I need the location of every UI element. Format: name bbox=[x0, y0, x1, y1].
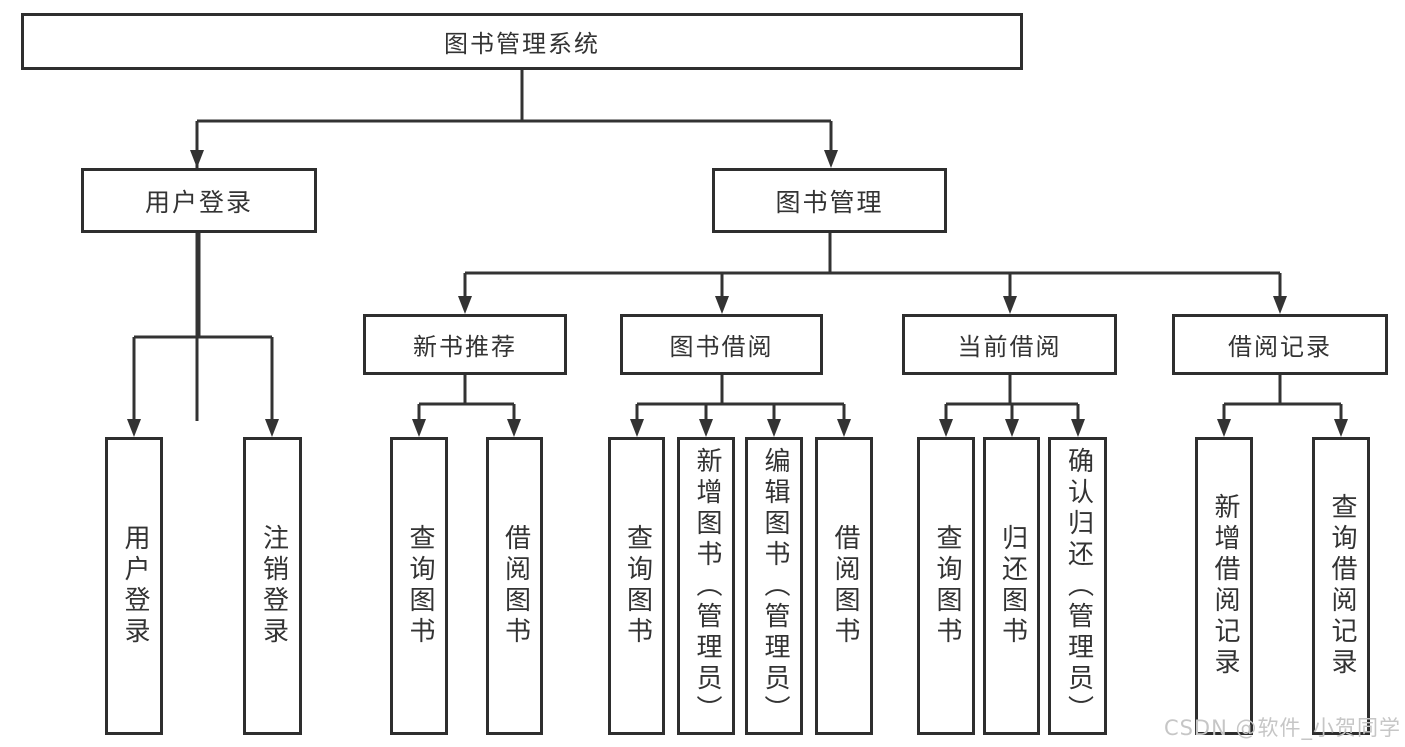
leaf-label: 查询图书 bbox=[404, 524, 435, 648]
leaf-borrow-books-1: 借阅图书 bbox=[486, 437, 543, 735]
arrowhead-icon bbox=[1071, 419, 1085, 437]
arrowhead-icon bbox=[630, 419, 644, 437]
arrowhead-icon bbox=[767, 419, 781, 437]
node-current-borrow: 当前借阅 bbox=[902, 314, 1117, 375]
leaf-label: 借阅图书 bbox=[829, 524, 860, 648]
leaf-borrow-books-2: 借阅图书 bbox=[815, 437, 873, 735]
csdn-watermark: CSDN @软件_小贺同学 bbox=[1163, 716, 1401, 740]
leaf-label: 借阅图书 bbox=[500, 524, 531, 648]
leaf-label: 编辑图书（管理员） bbox=[759, 446, 790, 726]
leaf-label: 新增借阅记录 bbox=[1209, 493, 1240, 679]
arrowhead-icon bbox=[1334, 419, 1348, 437]
leaf-label: 查询图书 bbox=[622, 524, 653, 648]
arrowhead-icon bbox=[265, 419, 279, 437]
arrowhead-icon bbox=[699, 419, 713, 437]
node-borrow-records: 借阅记录 bbox=[1172, 314, 1388, 375]
connector-newbooks-to-leaves bbox=[417, 375, 516, 421]
leaf-label: 用户登录 bbox=[119, 524, 150, 648]
node-user-login: 用户登录 bbox=[81, 168, 317, 233]
leaf-label: 查询图书 bbox=[931, 524, 962, 648]
arrowheads bbox=[127, 150, 1348, 437]
arrowhead-icon bbox=[1217, 419, 1231, 437]
node-book-borrow: 图书借阅 bbox=[620, 314, 823, 375]
arrowhead-icon bbox=[507, 419, 521, 437]
connector-records-to-leaves bbox=[1222, 375, 1343, 421]
connector-currentborrow-to-leaves bbox=[944, 375, 1080, 421]
node-root-system: 图书管理系统 bbox=[21, 13, 1023, 70]
leaf-query-borrow-record: 查询借阅记录 bbox=[1312, 437, 1370, 735]
leaf-return-books: 归还图书 bbox=[983, 437, 1040, 735]
leaf-confirm-return-admin: 确认归还（管理员） bbox=[1048, 437, 1107, 735]
leaf-label: 注销登录 bbox=[258, 524, 289, 648]
node-new-book-recommend: 新书推荐 bbox=[363, 314, 567, 375]
arrowhead-icon bbox=[824, 150, 838, 168]
arrowhead-icon bbox=[1273, 296, 1287, 314]
leaf-label: 查询借阅记录 bbox=[1326, 493, 1357, 679]
arrowhead-icon bbox=[412, 419, 426, 437]
arrowhead-icon bbox=[127, 419, 141, 437]
arrowhead-icon bbox=[837, 419, 851, 437]
connector-root-to-level2 bbox=[195, 70, 833, 421]
arrowhead-icon bbox=[1003, 296, 1017, 314]
leaf-label: 确认归还（管理员） bbox=[1063, 446, 1094, 726]
arrowhead-icon bbox=[458, 296, 472, 314]
connector-userlogin-to-leaves bbox=[132, 233, 274, 421]
node-book-management: 图书管理 bbox=[712, 168, 947, 233]
connector-bookmgmt-to-level3 bbox=[463, 233, 1282, 298]
arrowhead-icon bbox=[939, 419, 953, 437]
connector-bookborrow-to-leaves bbox=[635, 375, 846, 421]
leaf-edit-books-admin: 编辑图书（管理员） bbox=[745, 437, 803, 735]
leaf-label: 归还图书 bbox=[997, 524, 1028, 648]
leaf-user-login: 用户登录 bbox=[105, 437, 163, 735]
leaf-query-books-3: 查询图书 bbox=[917, 437, 975, 735]
leaf-query-books-1: 查询图书 bbox=[390, 437, 448, 735]
leaf-label: 新增图书（管理员） bbox=[691, 446, 722, 726]
arrowhead-icon bbox=[190, 150, 204, 168]
leaf-add-books-admin: 新增图书（管理员） bbox=[677, 437, 735, 735]
arrowhead-icon bbox=[1005, 419, 1019, 437]
arrowhead-icon bbox=[715, 296, 729, 314]
leaf-query-books-2: 查询图书 bbox=[608, 437, 665, 735]
leaf-logout: 注销登录 bbox=[243, 437, 302, 735]
leaf-add-borrow-record: 新增借阅记录 bbox=[1195, 437, 1253, 735]
